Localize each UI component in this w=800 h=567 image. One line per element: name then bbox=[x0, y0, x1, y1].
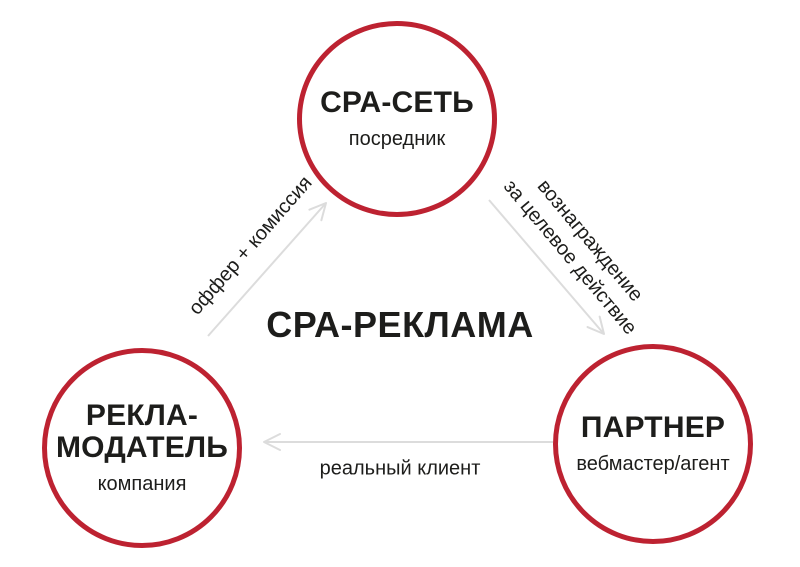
node-cpa-network-subtitle: посредник bbox=[348, 128, 446, 151]
diagram-center-title: СРА-РЕКЛАМА bbox=[266, 304, 534, 345]
node-partner-title: ПАРТНЕР bbox=[580, 410, 726, 444]
node-partner-subtitle: вебмастер/агент bbox=[576, 453, 730, 476]
node-advertiser: РЕКЛА- МОДАТЕЛЬ компания bbox=[42, 348, 242, 548]
edge-label-real-client: реальный клиент bbox=[319, 457, 481, 480]
node-partner: ПАРТНЕР вебмастер/агент bbox=[553, 344, 753, 544]
node-advertiser-title-line1: РЕКЛА- bbox=[85, 398, 199, 432]
node-advertiser-title: РЕКЛА- МОДАТЕЛЬ bbox=[55, 398, 229, 465]
node-cpa-network: СРА-СЕТЬ посредник bbox=[297, 21, 497, 217]
node-advertiser-subtitle: компания bbox=[97, 473, 187, 496]
arrow-reward-for-action bbox=[488, 199, 605, 335]
arrow-offer-commission bbox=[207, 202, 327, 337]
node-advertiser-title-line2: МОДАТЕЛЬ bbox=[55, 431, 229, 464]
node-cpa-network-title: СРА-СЕТЬ bbox=[320, 85, 474, 119]
